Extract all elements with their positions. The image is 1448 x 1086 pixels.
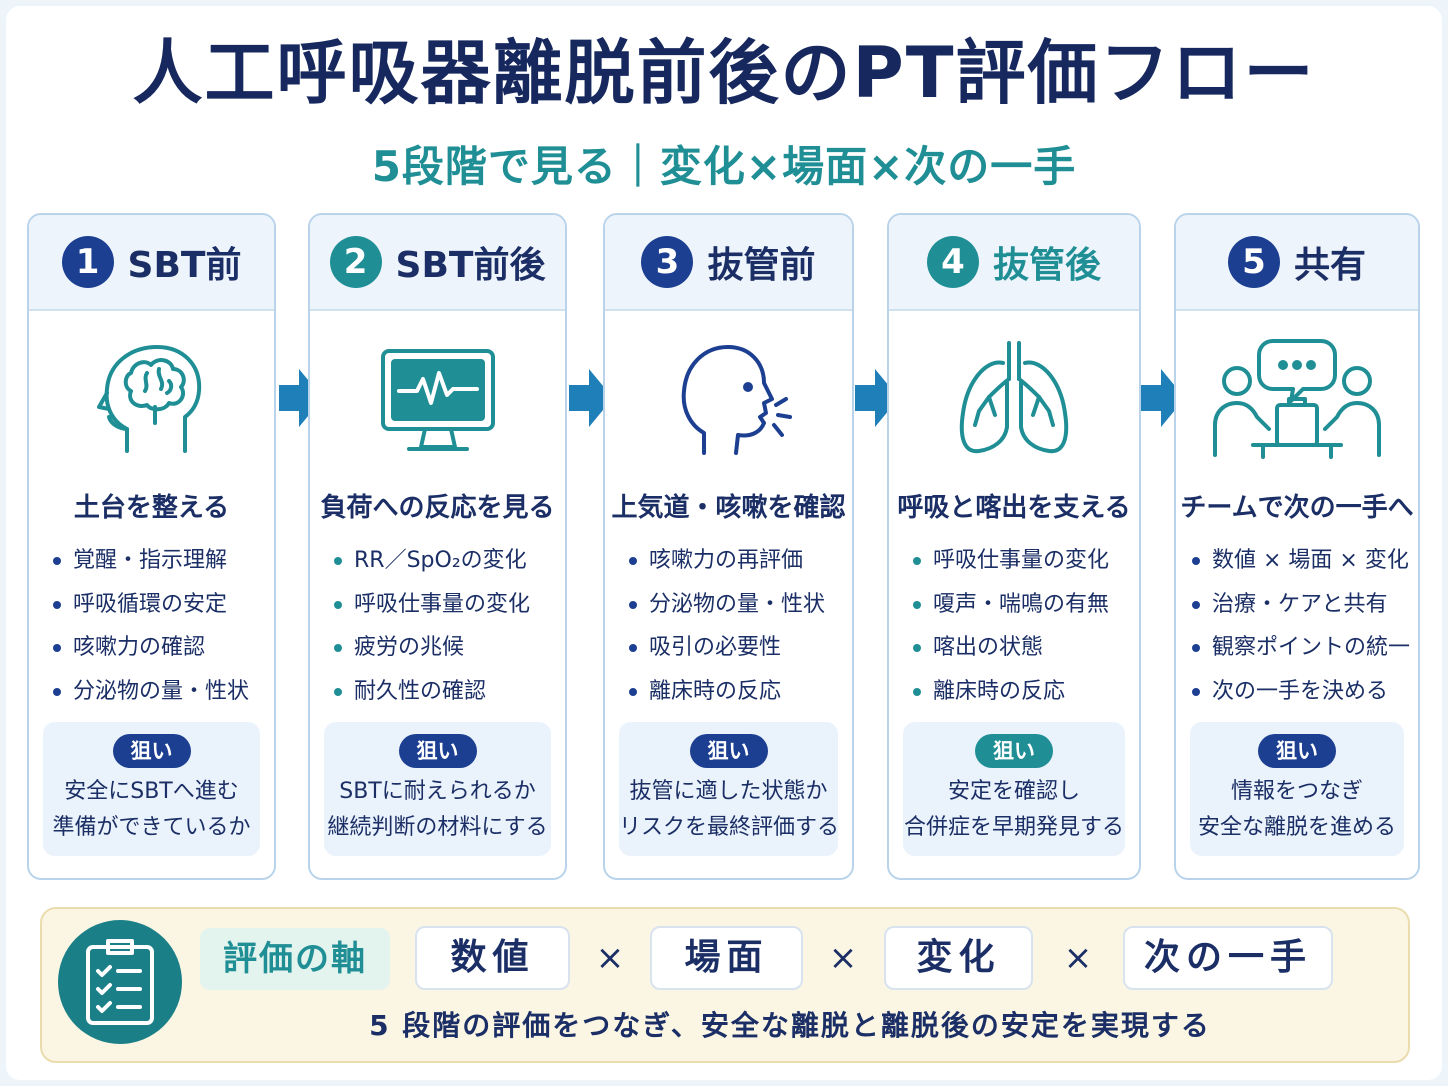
step-card-5: 5 共有 チームで次の一手へ 数値 × 場面 × 変化 治療・ケアと共有 観察ポ… xyxy=(1174,213,1420,880)
step-number-badge: 5 xyxy=(1227,236,1280,288)
axis-item: 次の一手 xyxy=(1123,926,1333,990)
axis-label: 評価の軸 xyxy=(200,928,390,990)
times-symbol: × xyxy=(1063,938,1093,978)
step-bullets: 数値 × 場面 × 変化 治療・ケアと共有 観察ポイントの統一 次の一手を決める xyxy=(1176,539,1418,713)
lungs-icon xyxy=(959,341,1069,454)
aim-box: 狙い 情報をつなぎ 安全な離脱を進める xyxy=(1190,722,1404,856)
aim-badge: 狙い xyxy=(112,734,191,768)
brain-head-icon xyxy=(96,345,201,453)
arrow-right-icon xyxy=(855,369,899,427)
aim-box: 狙い 抜管に適した状態か リスクを最終評価する xyxy=(619,722,840,856)
list-item: 分泌物の量・性状 xyxy=(53,670,274,714)
cough-head-icon xyxy=(681,345,792,455)
team-discussion-icon xyxy=(1213,339,1381,459)
step-heading: 上気道・咳嗽を確認 xyxy=(611,493,846,523)
times-symbol: × xyxy=(595,938,625,978)
step-header: 1 SBT前 xyxy=(29,215,274,311)
list-item: 離床時の反応 xyxy=(629,670,852,714)
monitor-icon xyxy=(380,349,495,451)
aim-line: リスクを最終評価する xyxy=(619,815,840,840)
step-header: 4 抜管後 xyxy=(889,215,1139,311)
step-title: SBT前 xyxy=(127,245,242,286)
list-item: 嗄声・喘鳴の有無 xyxy=(913,583,1139,627)
step-card-1: 1 SBT前 土台を整える 覚醒・指示理解 呼吸循環の安定 咳嗽力の確認 分泌物… xyxy=(27,213,276,880)
list-item: 数値 × 場面 × 変化 xyxy=(1192,539,1418,583)
step-title: 抜管前 xyxy=(707,245,816,286)
list-item: 耐久性の確認 xyxy=(334,670,565,714)
aim-line: SBTに耐えられるか xyxy=(339,779,536,804)
page-title: 人工呼吸器離脱前後のPT評価フロー xyxy=(132,32,1316,114)
aim-badge: 狙い xyxy=(689,734,768,768)
step-bullets: 咳嗽力の再評価 分泌物の量・性状 吸引の必要性 離床時の反応 xyxy=(605,539,852,713)
arrow-right-icon xyxy=(569,369,613,427)
list-item: 疲労の兆候 xyxy=(334,626,565,670)
page-subtitle: 5段階で見る｜変化×場面×次の一手 xyxy=(371,142,1077,191)
aim-line: 合併症を早期発見する xyxy=(903,815,1124,840)
step-heading: 呼吸と喀出を支える xyxy=(897,493,1131,523)
axis-item: 場面 xyxy=(650,926,803,990)
step-heading: 負荷への反応を見る xyxy=(320,493,555,523)
list-item: 呼吸仕事量の変化 xyxy=(913,539,1139,583)
step-bullets: RR／SpO₂の変化 呼吸仕事量の変化 疲労の兆候 耐久性の確認 xyxy=(310,539,565,713)
list-item: 呼吸仕事量の変化 xyxy=(334,583,565,627)
step-header: 3 抜管前 xyxy=(605,215,852,311)
aim-badge: 狙い xyxy=(1258,734,1336,768)
step-number-badge: 3 xyxy=(641,236,694,288)
step-title: 共有 xyxy=(1293,245,1366,286)
times-symbol: × xyxy=(828,938,858,978)
step-bullets: 覚醒・指示理解 呼吸循環の安定 咳嗽力の確認 分泌物の量・性状 xyxy=(29,539,274,713)
step-card-4: 4 抜管後 呼吸と喀出を支える 呼吸仕事量の変化 嗄声・喘鳴の有無 喀出の状態 … xyxy=(887,213,1141,880)
aim-line: 情報をつなぎ xyxy=(1230,779,1363,804)
list-item: 吸引の必要性 xyxy=(629,626,852,670)
list-item: RR／SpO₂の変化 xyxy=(334,539,565,583)
aim-line: 安全な離脱を進める xyxy=(1197,815,1396,840)
footer-summary: 5 段階の評価をつなぎ、安全な離脱と離脱後の安定を実現する xyxy=(369,1009,1211,1042)
axis-item: 変化 xyxy=(884,926,1033,990)
aim-box: 狙い 安定を確認し 合併症を早期発見する xyxy=(903,722,1125,856)
arrow-right-icon xyxy=(279,369,323,427)
list-item: 治療・ケアと共有 xyxy=(1192,583,1418,627)
list-item: 離床時の反応 xyxy=(913,670,1139,714)
axis-item: 数値 xyxy=(415,926,570,990)
list-item: 観察ポイントの統一 xyxy=(1192,626,1418,670)
step-number-badge: 2 xyxy=(329,236,382,288)
aim-line: 抜管に適した状態か xyxy=(629,779,828,804)
list-item: 咳嗽力の確認 xyxy=(53,626,274,670)
list-item: 次の一手を決める xyxy=(1192,670,1418,714)
step-number-badge: 1 xyxy=(61,236,114,288)
aim-line: 継続判断の材料にする xyxy=(327,815,548,840)
aim-line: 安定を確認し xyxy=(947,779,1080,804)
step-header: 5 共有 xyxy=(1176,215,1418,311)
arrow-right-icon xyxy=(1141,369,1185,427)
step-card-2: 2 SBT前後 負荷への反応を見る RR／SpO₂の変化 呼吸仕事量の変化 疲労… xyxy=(308,213,567,880)
list-item: 喀出の状態 xyxy=(913,626,1139,670)
step-bullets: 呼吸仕事量の変化 嗄声・喘鳴の有無 喀出の状態 離床時の反応 xyxy=(889,539,1139,713)
list-item: 覚醒・指示理解 xyxy=(53,539,274,583)
list-item: 咳嗽力の再評価 xyxy=(629,539,852,583)
step-card-3: 3 抜管前 上気道・咳嗽を確認 咳嗽力の再評価 分泌物の量・性状 吸引の必要性 … xyxy=(603,213,854,880)
step-title: SBT前後 xyxy=(395,245,546,286)
step-title: 抜管後 xyxy=(992,245,1101,286)
clipboard-badge xyxy=(58,920,182,1044)
aim-box: 狙い SBTに耐えられるか 継続判断の材料にする xyxy=(324,722,551,856)
step-number-badge: 4 xyxy=(926,236,979,288)
list-item: 呼吸循環の安定 xyxy=(53,583,274,627)
step-header: 2 SBT前後 xyxy=(310,215,565,311)
step-heading: 土台を整える xyxy=(73,493,230,523)
aim-badge: 狙い xyxy=(975,734,1053,768)
step-heading: チームで次の一手へ xyxy=(1180,493,1414,523)
aim-line: 安全にSBTへ進む xyxy=(64,779,239,804)
list-item: 分泌物の量・性状 xyxy=(629,583,852,627)
aim-box: 狙い 安全にSBTへ進む 準備ができているか xyxy=(43,722,260,856)
aim-badge: 狙い xyxy=(398,734,477,768)
clipboard-checklist-icon xyxy=(86,939,154,1025)
aim-line: 準備ができているか xyxy=(52,815,251,840)
